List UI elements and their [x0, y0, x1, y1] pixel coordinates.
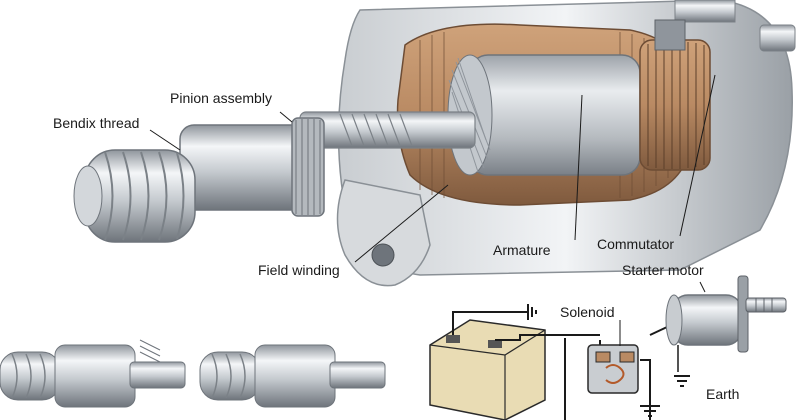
helical-thread [104, 151, 185, 241]
leader-commutator [679, 74, 716, 237]
brush-holder [654, 19, 686, 51]
armature-core [447, 54, 641, 176]
leader-pinion [279, 111, 293, 123]
battery-terminal-pos [488, 340, 502, 348]
mounting-flange [336, 179, 431, 287]
leader-starter-motor [699, 281, 706, 293]
drive-illustration-1 [0, 339, 186, 408]
starter-circuit [429, 275, 787, 420]
armature-slots [448, 57, 491, 173]
solenoid-coil [605, 364, 625, 384]
battery-terminal-neg [446, 335, 460, 343]
pinion-assembly-part [179, 117, 325, 217]
drive-illustration-2 [199, 344, 386, 408]
label-bendix-thread: Bendix thread [53, 115, 140, 131]
bendix-thread-part [73, 149, 196, 243]
starter-motor-small [665, 275, 787, 372]
label-earth: Earth [706, 386, 740, 402]
leader-armature [574, 94, 583, 241]
leader-bendix [149, 129, 181, 151]
label-starter-motor: Starter motor [622, 262, 704, 278]
label-pinion-assembly: Pinion assembly [170, 90, 272, 106]
mounting-hole [371, 243, 395, 267]
leader-lines [149, 74, 716, 346]
rear-terminal [759, 24, 796, 52]
top-terminal-block [674, 0, 736, 23]
shaft-splines [339, 113, 413, 147]
leader-field-winding [354, 184, 449, 263]
label-solenoid: Solenoid [560, 304, 615, 320]
shaft [299, 111, 476, 149]
ground-symbol-bottom [640, 375, 690, 417]
commutator-body [639, 19, 711, 171]
ground-symbol-top [527, 304, 537, 320]
label-commutator: Commutator [597, 236, 675, 252]
battery [429, 319, 546, 420]
label-armature: Armature [493, 242, 551, 258]
label-field-winding: Field winding [258, 262, 340, 278]
